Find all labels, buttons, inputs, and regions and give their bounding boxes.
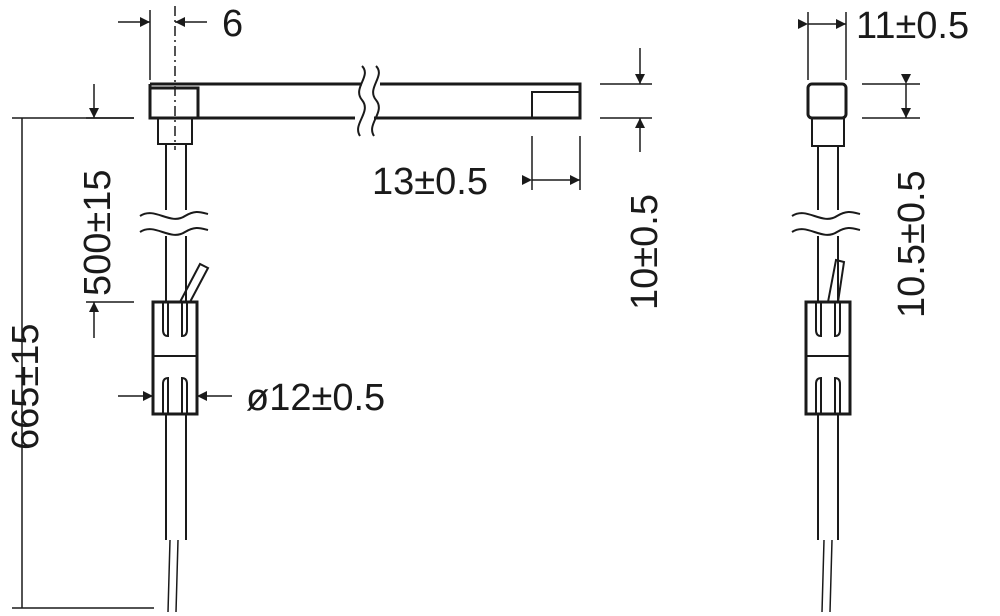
front-cable-lower [165,414,187,540]
front-bar-right [374,82,582,120]
side-clip [827,258,846,303]
side-view [791,82,861,613]
dim-connector-diameter-label: ø12±0.5 [246,377,385,419]
dim-height-front: 10±0.5 [600,48,666,310]
front-cable-mid [165,236,187,302]
front-cable-upper [165,144,187,210]
front-connector-body [151,300,199,416]
side-connector-grooves-bottom [815,376,841,414]
dim-total-length: 665±15 [5,117,154,609]
dim-end-length: 13±0.5 [372,136,581,203]
side-connector-grooves-top [815,302,841,338]
front-connector-grooves-top [162,302,188,338]
side-cable-break-2 [791,227,861,236]
front-wire-ends [167,539,179,613]
dim-width-side-label: 11±0.5 [856,5,969,47]
front-left-block [148,86,200,120]
dim-width-side: 11±0.5 [798,5,969,80]
dim-connector-diameter: ø12±0.5 [118,377,385,419]
front-clip [179,262,210,303]
side-connector-body [804,300,852,416]
front-view [139,6,582,613]
front-connector-grooves-bottom [162,376,188,414]
cable-break-2 [139,227,209,236]
side-neck [811,117,845,147]
side-head [806,82,848,120]
front-end-cap [531,91,581,119]
dim-cable-length: 500±15 [77,84,134,338]
dim-cable-length-label: 500±15 [77,169,119,296]
dim-height-side: 10.5±0.5 [862,74,933,318]
side-cable-lower [817,414,839,540]
dim-offset-label: 6 [222,3,243,45]
side-cable-mid [817,236,839,302]
cable-break-1 [139,211,209,220]
dim-total-length-label: 665±15 [5,323,47,450]
front-left-neck [157,117,193,145]
dim-height-side-label: 10.5±0.5 [891,170,933,318]
dim-height-front-label: 10±0.5 [624,194,666,310]
bar-break-right [371,65,380,137]
dim-offset: 6 [118,3,243,80]
dim-end-length-label: 13±0.5 [372,161,488,203]
side-cable-upper [817,146,839,210]
bar-break-left [357,65,366,137]
side-cable-break-1 [791,211,861,220]
side-wire-ends [821,539,833,613]
